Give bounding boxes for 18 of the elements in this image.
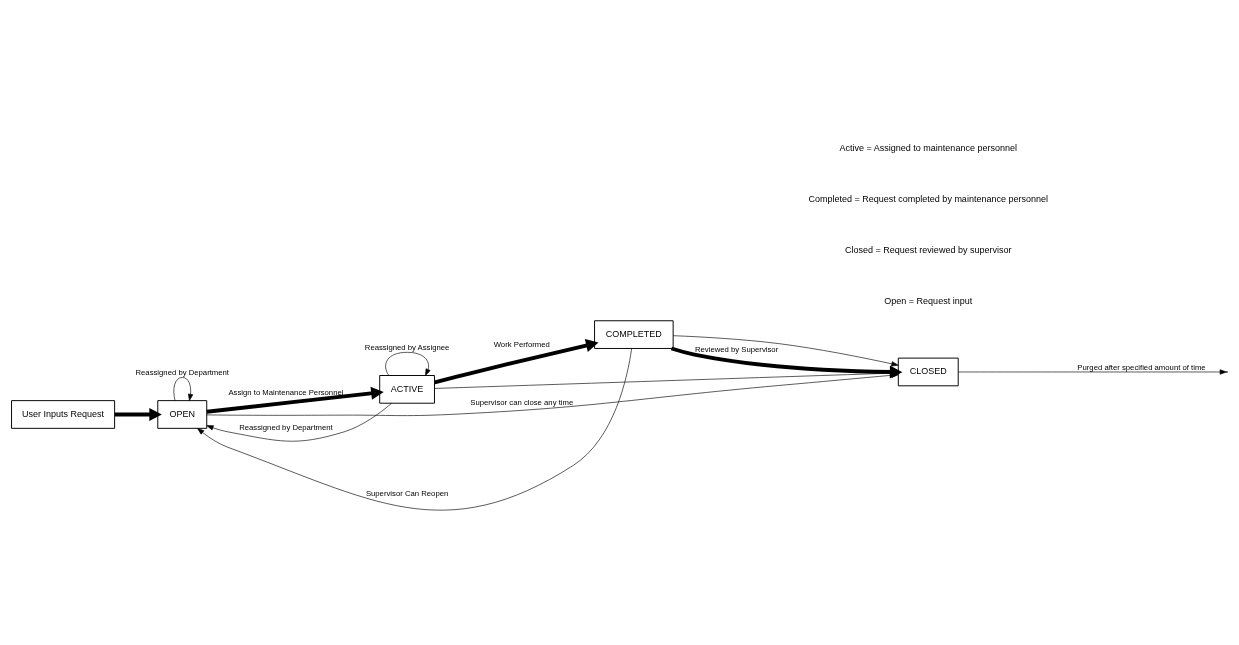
label: Closed = Request reviewed by supervisor (845, 244, 1012, 255)
arrow (385, 352, 431, 376)
arrow (434, 339, 599, 385)
label: Active = Assigned to maintenance personnel (839, 142, 1017, 153)
label: Completed = Request completed by maintenance personnel (808, 193, 1048, 204)
node-box: User Inputs Request (11, 400, 116, 429)
arrow (672, 335, 899, 367)
arrow (206, 402, 392, 442)
arrow (957, 369, 1227, 375)
node-box: ACTIVE (379, 375, 435, 404)
label: Open = Request input (884, 295, 973, 306)
node-box: CLOSED (897, 357, 959, 387)
node-box: OPEN (157, 400, 208, 429)
node-box: COMPLETED (594, 320, 674, 349)
arrow (197, 348, 632, 511)
arrow (173, 377, 194, 401)
arrow (206, 386, 384, 414)
arrow (114, 407, 162, 422)
